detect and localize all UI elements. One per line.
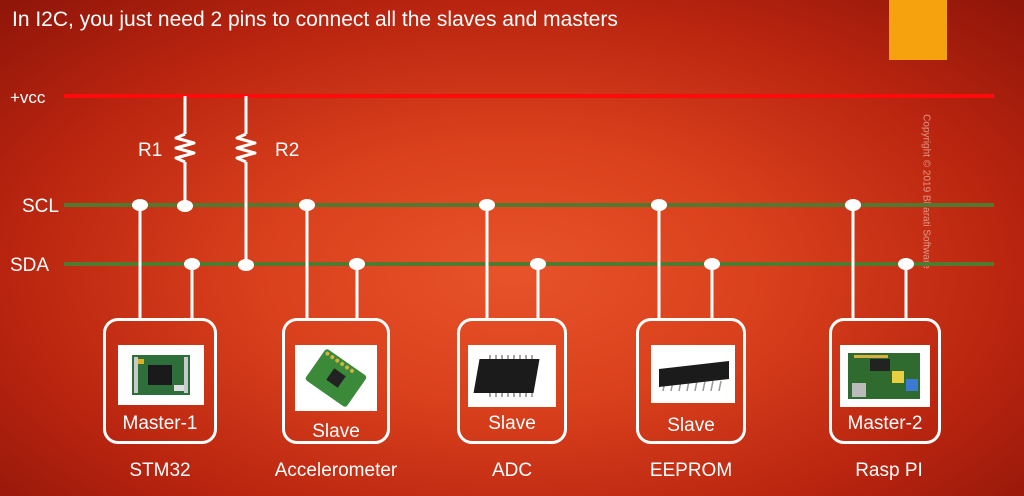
stm32-board-photo: [118, 345, 204, 405]
device-name-eeprom: EEPROM: [649, 460, 733, 481]
junction-dot: [349, 258, 365, 270]
junction-dot: [299, 199, 315, 211]
device-wires-accelerometer: [305, 205, 359, 320]
junction-dot: [898, 258, 914, 270]
junction-dot: [651, 199, 667, 211]
raspberry-pi-photo: [840, 345, 930, 407]
junction-dot: [177, 200, 193, 212]
vcc-label: +vcc: [10, 88, 46, 107]
device-role-label: Master-2: [847, 413, 923, 434]
device-card-adc: Slave: [457, 318, 567, 444]
adc-chip-photo: [468, 345, 556, 407]
device-role-label: Slave: [488, 413, 536, 434]
sda-label: SDA: [10, 255, 49, 276]
junction-dot: [184, 258, 200, 270]
junction-dot: [845, 199, 861, 211]
device-name-rasp-pi: Rasp PI: [855, 460, 923, 481]
device-name-stm32: STM32: [129, 460, 191, 481]
junction-dot: [479, 199, 495, 211]
device-role-label: Slave: [312, 421, 360, 442]
slide-title: In I2C, you just need 2 pins to connect …: [12, 8, 618, 31]
device-role-label: Master-1: [122, 413, 198, 434]
resistor-r2: [235, 96, 257, 264]
resistor-r1: [174, 96, 196, 205]
eeprom-chip-photo: [651, 345, 735, 403]
device-card-accelerometer: Slave: [282, 318, 390, 444]
device-card-eeprom: Slave: [636, 318, 746, 444]
junction-dot: [238, 259, 254, 271]
scl-label: SCL: [22, 196, 59, 217]
device-wires-rasp-pi: [851, 205, 908, 320]
junction-dot: [530, 258, 546, 270]
device-name-adc: ADC: [491, 460, 533, 481]
accent-box: [889, 0, 947, 60]
resistor-r2-label: R2: [275, 140, 299, 161]
device-wires-eeprom: [657, 205, 714, 320]
device-role-label: Slave: [667, 415, 715, 436]
junction-dot: [132, 199, 148, 211]
device-card-stm32: Master-1: [103, 318, 217, 444]
junction-dot: [704, 258, 720, 270]
resistor-r1-label: R1: [138, 140, 162, 161]
device-card-rasp-pi: Master-2: [829, 318, 941, 444]
device-wires-adc: [485, 205, 540, 320]
device-name-accelerometer: Accelerometer: [274, 460, 398, 481]
accelerometer-board-photo: [295, 345, 377, 411]
device-wires-stm32: [138, 205, 194, 320]
